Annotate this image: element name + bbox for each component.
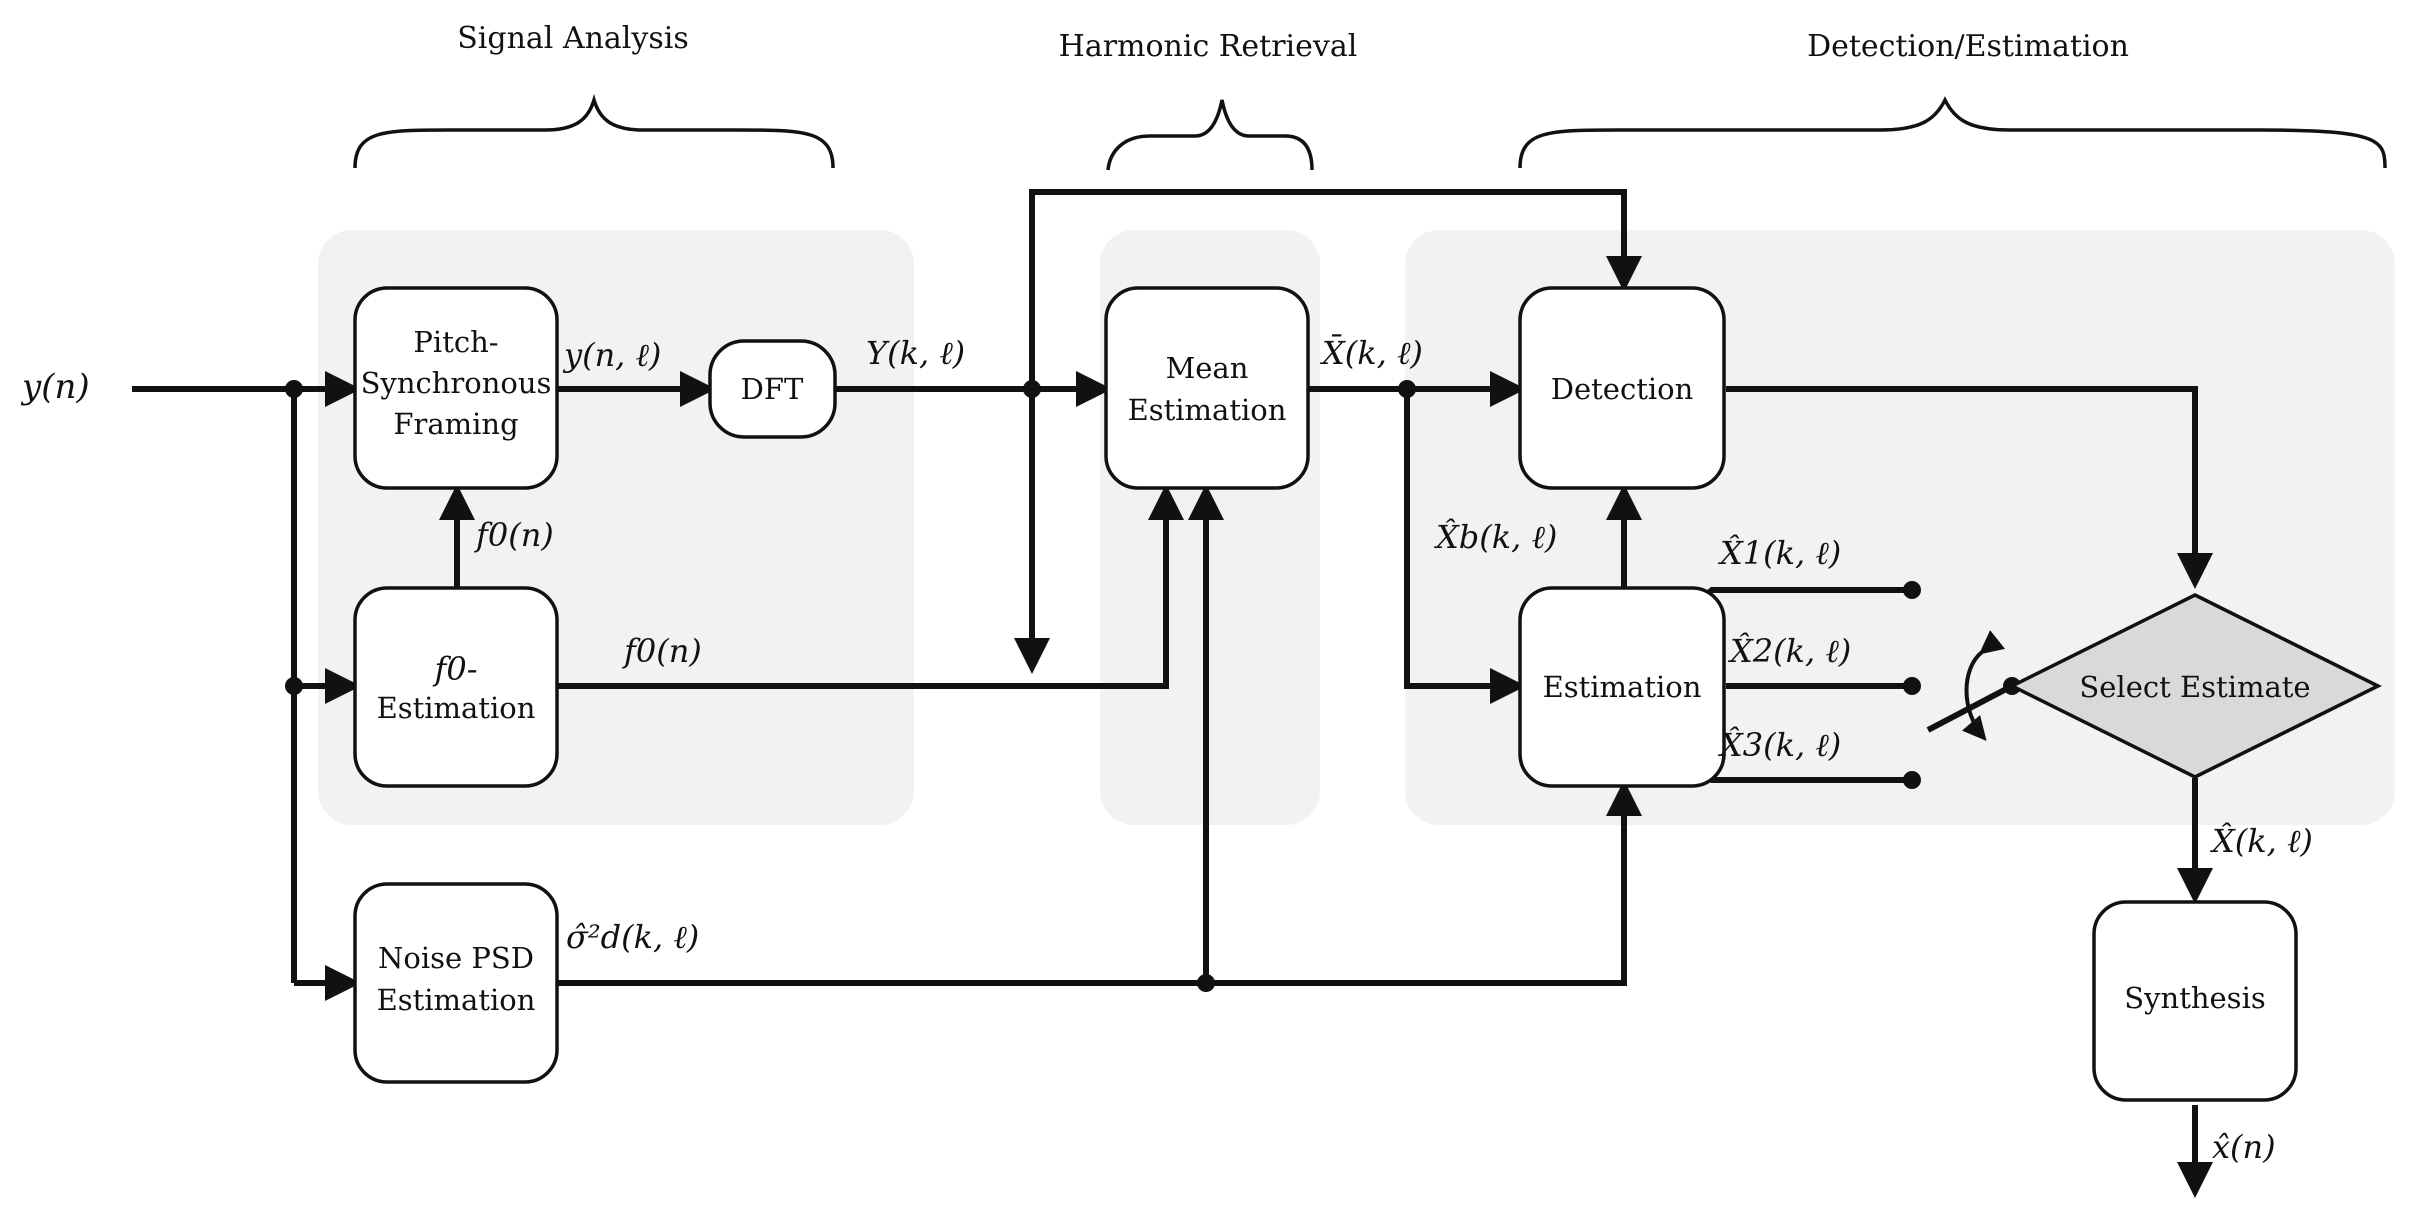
dft-block: DFT: [708, 339, 837, 439]
synthesis-block: Synthesis: [2092, 900, 2298, 1102]
svg-text:Estimation: Estimation: [1128, 393, 1287, 427]
svg-text:Framing: Framing: [393, 407, 518, 441]
svg-text:Synchronous: Synchronous: [361, 366, 552, 400]
svg-text:Estimation: Estimation: [377, 983, 536, 1017]
select-estimate-block: Select Estimate: [2008, 593, 2382, 779]
svg-text:Estimation: Estimation: [1543, 670, 1702, 704]
signal-output: x̂(n): [2212, 1128, 2276, 1166]
signal-x2: X̂2(k, ℓ): [1727, 632, 1851, 670]
signal-xhat: X̂(k, ℓ): [2209, 822, 2313, 860]
svg-text:Mean: Mean: [1166, 351, 1249, 385]
signal-analysis-brace: [353, 93, 835, 169]
svg-text:Synthesis: Synthesis: [2124, 981, 2265, 1015]
signal-spectrum: Y(k, ℓ): [866, 334, 965, 372]
junction-dots: [285, 380, 2021, 992]
estimation-block: Estimation: [1518, 586, 1726, 788]
harmonic-retrieval-title: Harmonic Retrieval: [1059, 29, 1358, 64]
detection-estimation-brace: [1518, 96, 2387, 169]
svg-text:Pitch-: Pitch-: [413, 325, 498, 359]
signal-input: y(n): [20, 367, 90, 407]
detection-block: Detection: [1518, 286, 1726, 490]
signal-framed: y(n, ℓ): [562, 336, 661, 374]
f0-estimation-block: f0- Estimation: [353, 586, 559, 788]
switch-rotation-icon: [1961, 630, 2006, 742]
signal-noise-var: σ̂²d(k, ℓ): [566, 918, 699, 956]
svg-text:Estimation: Estimation: [377, 691, 536, 725]
harmonic-retrieval-brace: [1106, 99, 1314, 171]
mean-estimation-block: Mean Estimation: [1104, 286, 1310, 490]
signal-analysis-title: Signal Analysis: [457, 21, 689, 56]
svg-text:f0-: f0-: [432, 650, 477, 688]
noise-psd-block: Noise PSD Estimation: [353, 882, 559, 1084]
svg-text:Select Estimate: Select Estimate: [2079, 670, 2310, 704]
svg-text:Noise PSD: Noise PSD: [378, 941, 534, 975]
signal-f0-up: f0(n): [474, 516, 554, 554]
pitch-framing-block: Pitch- Synchronous Framing: [353, 286, 559, 490]
svg-text:DFT: DFT: [741, 372, 804, 406]
signal-xb: X̂b(k, ℓ): [1433, 518, 1557, 556]
signal-mean: X̄(k, ℓ): [1319, 334, 1423, 372]
signal-x1: X̂1(k, ℓ): [1717, 534, 1841, 572]
svg-text:Detection: Detection: [1551, 372, 1694, 406]
detection-estimation-title: Detection/Estimation: [1807, 29, 2129, 64]
signal-x3: X̂3(k, ℓ): [1717, 726, 1841, 764]
signal-f0-right: f0(n): [622, 632, 702, 670]
